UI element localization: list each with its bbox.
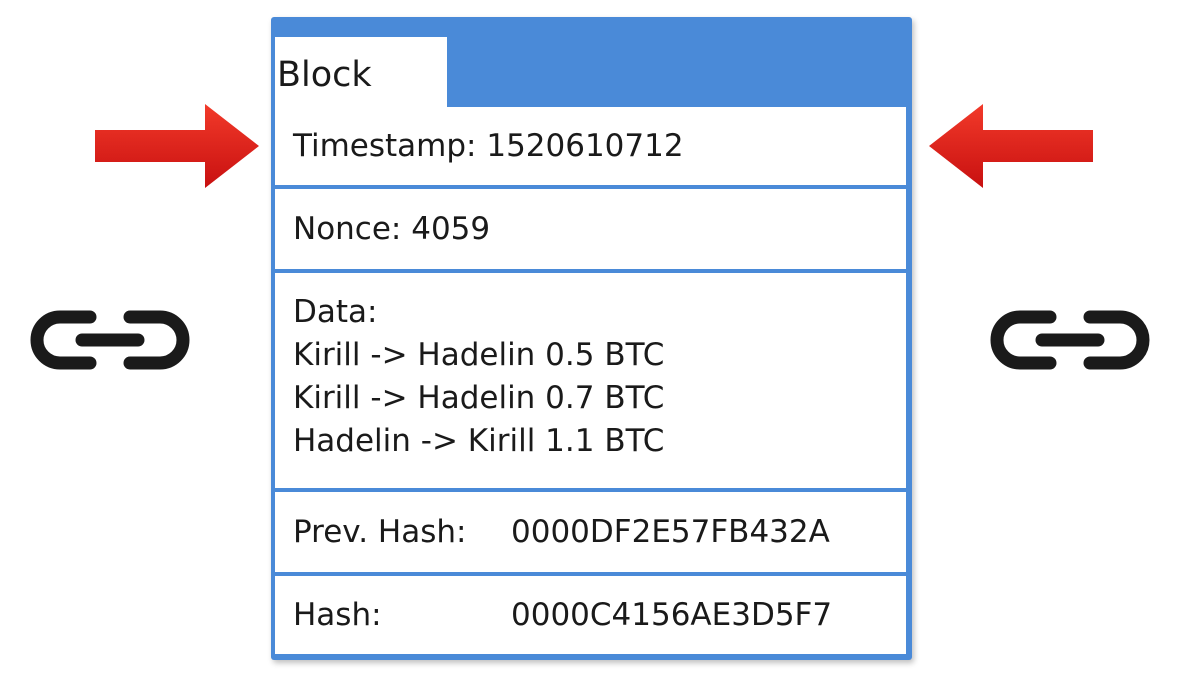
timestamp-text: Timestamp: 1520610712	[293, 128, 684, 164]
hash-row: Hash: 0000C4156AE3D5F7	[275, 576, 906, 654]
block-title: Block	[275, 37, 447, 113]
red-arrow-right-icon	[95, 104, 259, 188]
transaction-line: Kirill -> Hadelin 0.5 BTC	[293, 337, 665, 373]
timestamp-row: Timestamp: 1520610712	[275, 107, 906, 185]
nonce-row: Nonce: 4059	[275, 189, 906, 269]
data-row: Data: Kirill -> Hadelin 0.5 BTC Kirill -…	[275, 273, 906, 488]
hash-label: Hash:	[293, 597, 382, 633]
prev-hash-value: 0000DF2E57FB432A	[511, 514, 830, 550]
prev-hash-label: Prev. Hash:	[293, 514, 467, 550]
chain-link-icon	[990, 310, 1150, 370]
hash-value: 0000C4156AE3D5F7	[511, 597, 833, 633]
block-card: Block Timestamp: 1520610712 Nonce: 4059 …	[271, 17, 912, 660]
chain-link-icon	[30, 310, 190, 370]
prev-hash-row: Prev. Hash: 0000DF2E57FB432A	[275, 492, 906, 572]
data-label: Data:	[293, 294, 378, 330]
nonce-text: Nonce: 4059	[293, 211, 491, 247]
transaction-line: Hadelin -> Kirill 1.1 BTC	[293, 423, 665, 459]
red-arrow-left-icon	[929, 104, 1093, 188]
transaction-line: Kirill -> Hadelin 0.7 BTC	[293, 380, 665, 416]
